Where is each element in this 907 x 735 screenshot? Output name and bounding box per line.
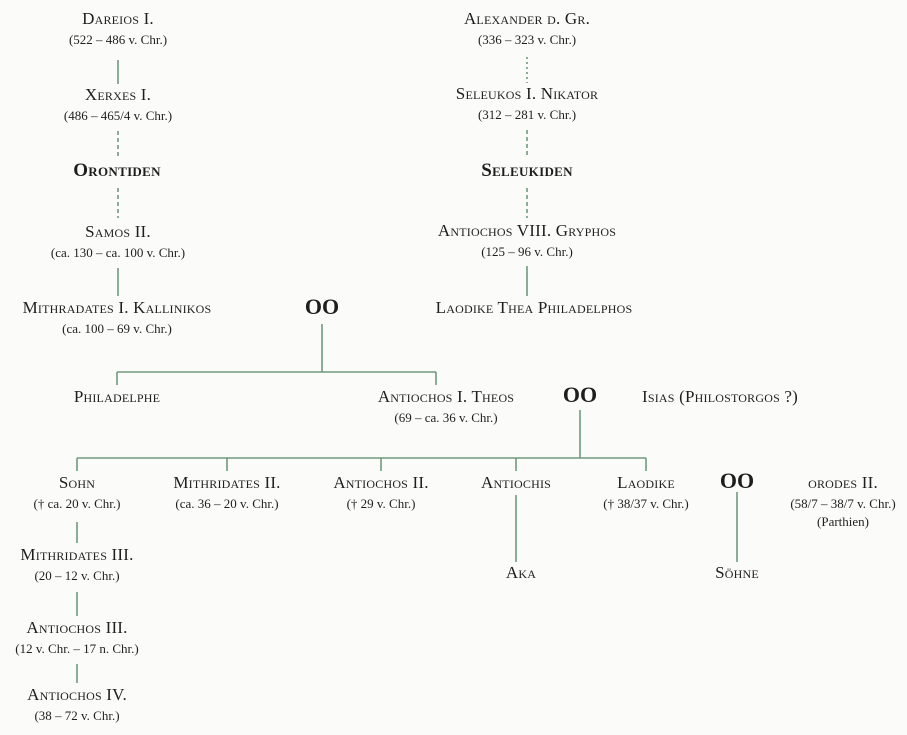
node-name: Aka	[505, 563, 537, 582]
node-dareios: Dareios I. (522 – 486 v. Chr.)	[69, 9, 167, 48]
dynasty-label: Seleukiden	[481, 160, 573, 181]
node-orodes: orodes II. (58/7 – 38/7 v. Chr.) (Parthi…	[790, 473, 895, 530]
node-philadelphe: Philadelphe	[74, 387, 160, 407]
node-name: Laodike	[617, 473, 675, 492]
node-xerxes: Xerxes I. (486 – 465/4 v. Chr.)	[64, 85, 172, 124]
node-dates: (336 – 323 v. Chr.)	[477, 32, 577, 48]
node-antiochos3: Antiochos III. (12 v. Chr. – 17 n. Chr.)	[15, 618, 138, 657]
marriage-rings-icon: OO	[304, 294, 340, 319]
node-laodike: Laodike († 38/37 v. Chr.)	[603, 473, 688, 512]
marriage-rings-icon: OO	[719, 468, 755, 493]
node-dates: (ca. 36 – 20 v. Chr.)	[175, 496, 279, 512]
node-dates: (ca. 130 – ca. 100 v. Chr.)	[50, 245, 186, 261]
node-dates: (522 – 486 v. Chr.)	[68, 32, 168, 48]
node-dates: (58/7 – 38/7 v. Chr.)	[790, 496, 896, 512]
node-name: Philadelphe	[73, 387, 161, 406]
node-name: Laodike Thea Philadelphos	[435, 298, 633, 317]
node-dates: († 29 v. Chr.)	[346, 496, 416, 512]
node-seleukos: Seleukos I. Nikator (312 – 281 v. Chr.)	[456, 84, 598, 123]
node-name: Antiochis	[480, 473, 552, 492]
marriage-rings-icon: OO	[562, 382, 598, 407]
node-antiochos4: Antiochos IV. (38 – 72 v. Chr.)	[27, 685, 127, 724]
node-mithradates1: Mithradates I. Kallinikos (ca. 100 – 69 …	[23, 298, 212, 337]
node-name: Xerxes I.	[84, 85, 152, 104]
node-name: Samos II.	[85, 222, 151, 241]
node-orontiden: Orontiden	[73, 160, 161, 183]
node-dates: (486 – 465/4 v. Chr.)	[63, 108, 173, 124]
node-mithridates3: Mithridates III. (20 – 12 v. Chr.)	[20, 545, 133, 584]
node-name: Mithridates III.	[20, 545, 134, 564]
node-dates: (125 – 96 v. Chr.)	[481, 244, 573, 260]
node-note: (Parthien)	[817, 513, 869, 529]
node-dates: († 38/37 v. Chr.)	[603, 496, 689, 512]
node-soehne: Söhne	[715, 563, 759, 583]
node-name: Sohn	[58, 473, 96, 492]
node-seleukiden: Seleukiden	[481, 160, 573, 183]
node-antiochos1: Antiochos I. Theos (69 – ca. 36 v. Chr.)	[378, 387, 514, 426]
node-name: Antiochos VIII. Gryphos	[437, 221, 617, 240]
node-name: Mithradates I. Kallinikos	[22, 298, 212, 317]
node-antiochis: Antiochis	[481, 473, 551, 493]
node-name: Mithridates II.	[173, 473, 281, 492]
dynasty-label: Orontiden	[73, 160, 161, 181]
node-dates: (38 – 72 v. Chr.)	[34, 708, 120, 724]
node-isias: Isias (Philostorgos ?)	[642, 387, 798, 407]
node-name: Dareios I.	[82, 9, 154, 28]
node-mithridates2: Mithridates II. (ca. 36 – 20 v. Chr.)	[173, 473, 280, 512]
node-sohn: Sohn († ca. 20 v. Chr.)	[34, 473, 121, 512]
node-dates: (12 v. Chr. – 17 n. Chr.)	[15, 641, 139, 657]
node-antiochos8: Antiochos VIII. Gryphos (125 – 96 v. Chr…	[438, 221, 616, 260]
node-laodike-thea: Laodike Thea Philadelphos	[436, 298, 633, 318]
node-name: Antiochos II.	[333, 473, 429, 492]
node-dates: (20 – 12 v. Chr.)	[34, 568, 120, 584]
node-name: Antiochos III.	[26, 618, 128, 637]
node-dates: (69 – ca. 36 v. Chr.)	[394, 410, 498, 426]
node-name: Seleukos I. Nikator	[455, 84, 599, 103]
node-alexander: Alexander d. Gr. (336 – 323 v. Chr.)	[464, 9, 590, 48]
node-samos: Samos II. (ca. 130 – ca. 100 v. Chr.)	[51, 222, 185, 261]
node-name: Antiochos IV.	[27, 685, 127, 704]
node-name: Isias (Philostorgos ?)	[641, 387, 799, 406]
node-dates: (ca. 100 – 69 v. Chr.)	[62, 321, 172, 337]
node-name: Alexander d. Gr.	[463, 9, 591, 28]
node-aka: Aka	[506, 563, 536, 583]
node-antiochos2: Antiochos II. († 29 v. Chr.)	[333, 473, 428, 512]
node-dates: (312 – 281 v. Chr.)	[477, 107, 577, 123]
node-name: Söhne	[715, 563, 759, 582]
node-name: Antiochos I. Theos	[377, 387, 515, 406]
node-name: orodes II.	[808, 473, 878, 492]
node-dates: († ca. 20 v. Chr.)	[33, 496, 121, 512]
